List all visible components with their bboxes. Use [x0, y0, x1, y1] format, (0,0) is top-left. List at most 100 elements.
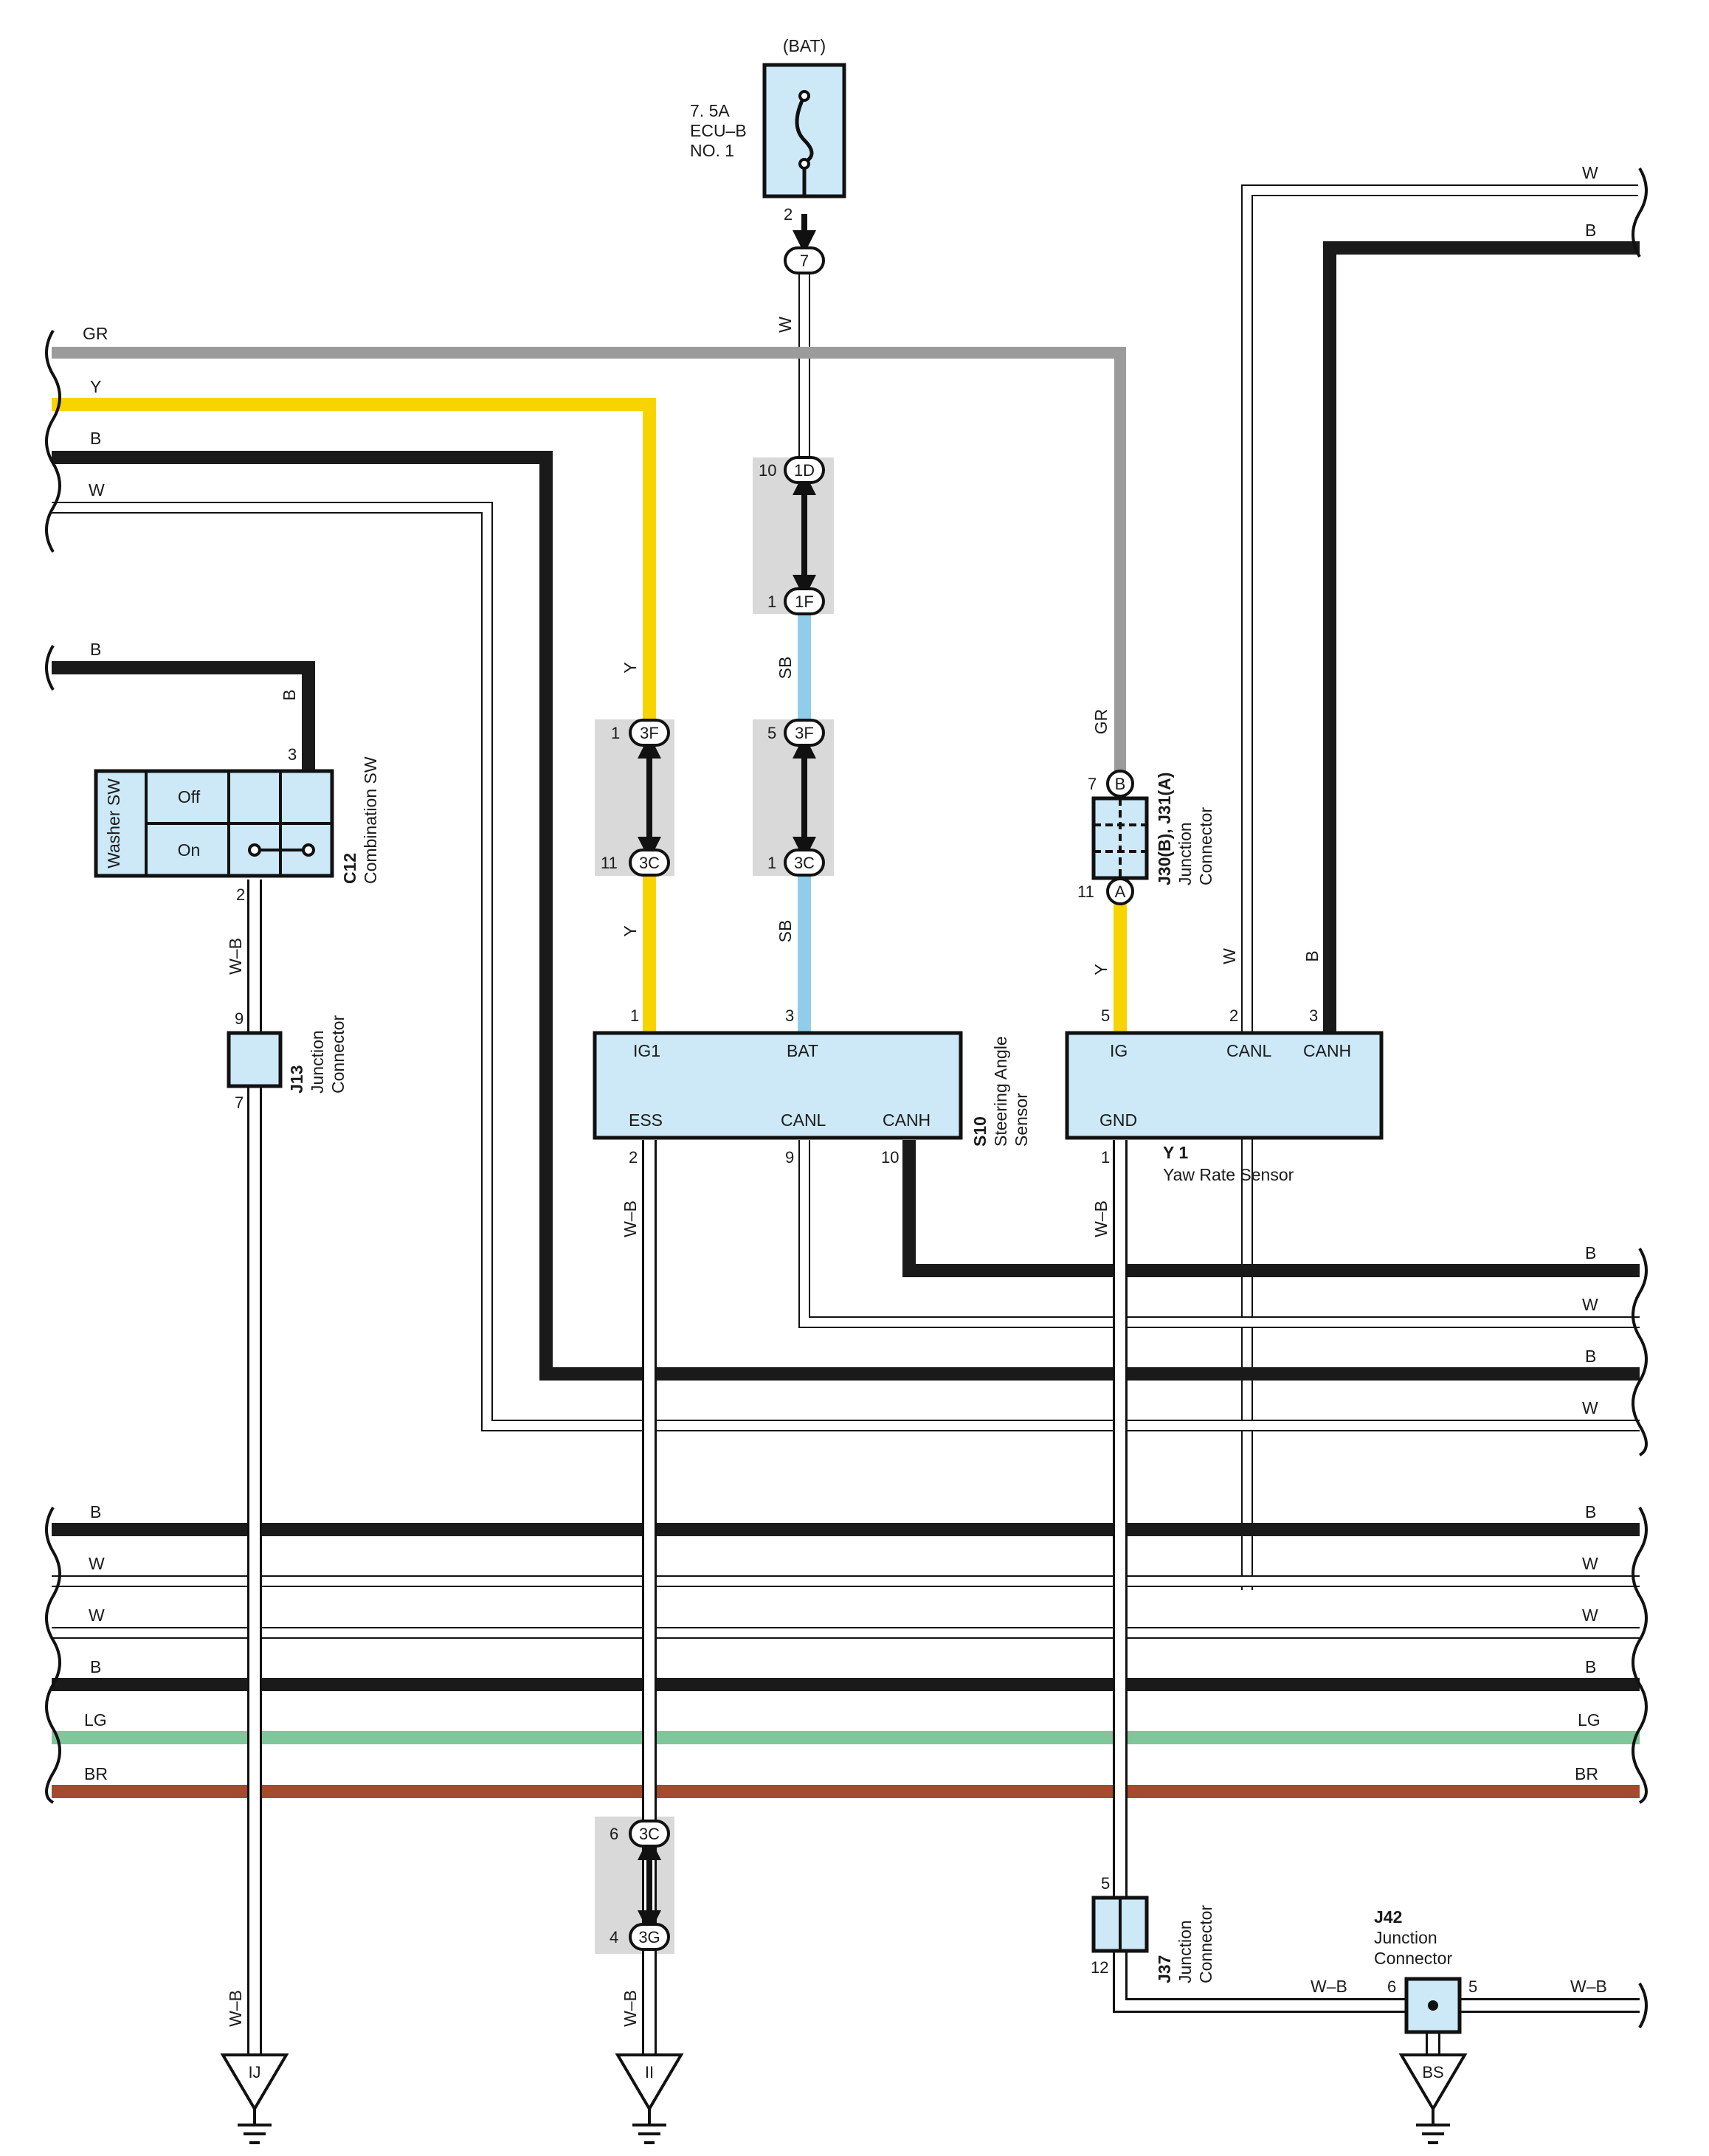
s10-box [593, 1031, 963, 1140]
j37-id: J37 [1155, 1955, 1174, 1983]
svg-text:W: W [89, 1554, 105, 1573]
svg-text:B: B [90, 429, 101, 448]
svg-text:10: 10 [759, 461, 776, 480]
svg-text:Connector: Connector [1196, 1905, 1215, 1983]
connector-1f [784, 587, 825, 615]
wires [45, 167, 1648, 2055]
svg-text:BR: BR [84, 1764, 108, 1783]
wire-b-c12 [52, 661, 315, 773]
c12-id: C12 [340, 853, 359, 884]
svg-text:GR: GR [83, 324, 108, 343]
svg-text:LG: LG [1578, 1710, 1601, 1730]
svg-text:Connector: Connector [1374, 1949, 1452, 1968]
svg-text:1: 1 [767, 592, 776, 611]
svg-text:BR: BR [1575, 1764, 1598, 1783]
svg-text:BS: BS [1422, 2063, 1443, 2081]
svg-text:W: W [1582, 1606, 1598, 1625]
svg-text:Y: Y [1091, 964, 1111, 975]
s10-ig1: IG1 [633, 1041, 660, 1060]
wire-b-loop [52, 451, 1640, 1381]
pill-connectors: 7 1D 10 1F 1 3F 1 3C 11 3F 5 3C 1 3C 6 3… [601, 246, 825, 1951]
svg-text:3F: 3F [795, 724, 814, 742]
svg-text:3C: 3C [639, 1825, 660, 1843]
steering-angle-sensor-s10: IG1 BAT ESS CANL CANH 1 3 2 9 10 S10 Ste… [593, 1006, 1031, 1167]
pin-fuse-out: 2 [784, 205, 793, 224]
c12-off-label: Off [178, 787, 201, 806]
fuse-rating: 7. 5A [690, 101, 730, 120]
fuse-name: ECU–B [690, 121, 747, 140]
fuse-ecu-b: (BAT) 7. 5A ECU–B NO. 1 2 [690, 36, 846, 224]
j42-id: J42 [1374, 1907, 1402, 1927]
svg-text:10: 10 [881, 1148, 899, 1167]
s10-canl: CANL [781, 1110, 826, 1130]
svg-text:4: 4 [610, 1928, 618, 1946]
connector-3c-y [629, 849, 670, 877]
fuse-source: (BAT) [783, 36, 826, 55]
j30-id: J30(B), J31(A) [1155, 773, 1174, 885]
svg-text:1: 1 [630, 1006, 639, 1025]
svg-text:A: A [1115, 882, 1126, 901]
svg-text:B: B [90, 640, 101, 659]
j42-box [1404, 1977, 1462, 2034]
svg-text:1: 1 [611, 724, 620, 742]
junction-j13: 9 7 J13 Junction Connector [227, 1009, 348, 1112]
svg-text:B: B [1585, 1243, 1596, 1262]
connector-3g-ground [629, 1923, 670, 1951]
j42-splice-icon [1428, 2000, 1438, 2011]
fuse-icon [795, 94, 814, 165]
wire-y [52, 398, 656, 727]
svg-text:5: 5 [1468, 1977, 1477, 1996]
svg-text:SB: SB [776, 920, 795, 943]
svg-text:7: 7 [800, 252, 809, 270]
svg-text:SB: SB [776, 657, 795, 680]
svg-text:B: B [1302, 950, 1322, 961]
svg-text:Steering Angle: Steering Angle [991, 1036, 1010, 1147]
connector-1d [784, 456, 825, 484]
svg-text:B: B [280, 689, 299, 700]
svg-text:11: 11 [601, 854, 618, 872]
svg-text:7: 7 [1088, 775, 1097, 793]
svg-text:Y: Y [621, 925, 640, 936]
svg-text:Y: Y [90, 377, 101, 396]
svg-text:5: 5 [1101, 1006, 1110, 1025]
c12-name: Combination SW [361, 756, 380, 884]
svg-text:1F: 1F [795, 592, 814, 611]
svg-text:3C: 3C [639, 854, 660, 872]
svg-text:W–B: W–B [1091, 1200, 1111, 1237]
s10-id: S10 [970, 1116, 990, 1147]
svg-text:5: 5 [767, 724, 776, 742]
svg-text:II: II [645, 2063, 654, 2081]
svg-text:W–B: W–B [1311, 1977, 1347, 1996]
y1-name: Yaw Rate Sensor [1163, 1165, 1294, 1184]
svg-text:Junction: Junction [308, 1030, 327, 1093]
svg-text:3: 3 [1309, 1006, 1318, 1025]
connector-3f-sb [784, 719, 825, 747]
s10-ess: ESS [629, 1110, 663, 1130]
svg-text:W: W [1582, 1295, 1598, 1314]
svg-text:W–B: W–B [621, 1990, 640, 2027]
j13-id: J13 [287, 1065, 306, 1093]
svg-text:2: 2 [236, 885, 245, 904]
svg-text:B: B [1585, 1502, 1596, 1521]
wire-w-loop [52, 502, 1640, 1431]
j30-pin-b [1106, 770, 1134, 798]
y1-gnd: GND [1099, 1110, 1137, 1130]
svg-text:IJ: IJ [248, 2063, 260, 2081]
svg-text:W–B: W–B [226, 938, 245, 975]
svg-text:5: 5 [1101, 1874, 1110, 1893]
connector-7 [784, 246, 825, 274]
junction-j37: 5 12 J37 Junction Connector [1091, 1874, 1215, 1983]
svg-text:B: B [90, 1657, 101, 1676]
wire-end-marks [45, 167, 1648, 2029]
connector-arrows [638, 214, 816, 1934]
svg-text:3: 3 [288, 745, 297, 764]
svg-text:9: 9 [785, 1148, 794, 1167]
yaw-rate-sensor-y1: IG CANL CANH GND 5 2 3 1 Y 1 Yaw Rate Se… [1065, 1006, 1384, 1184]
svg-text:1: 1 [1101, 1148, 1110, 1167]
svg-text:Connector: Connector [1196, 807, 1215, 885]
svg-text:1D: 1D [794, 461, 815, 480]
connector-3f-y [629, 719, 670, 747]
j13-box [227, 1031, 283, 1088]
wire-gr [52, 347, 1126, 776]
